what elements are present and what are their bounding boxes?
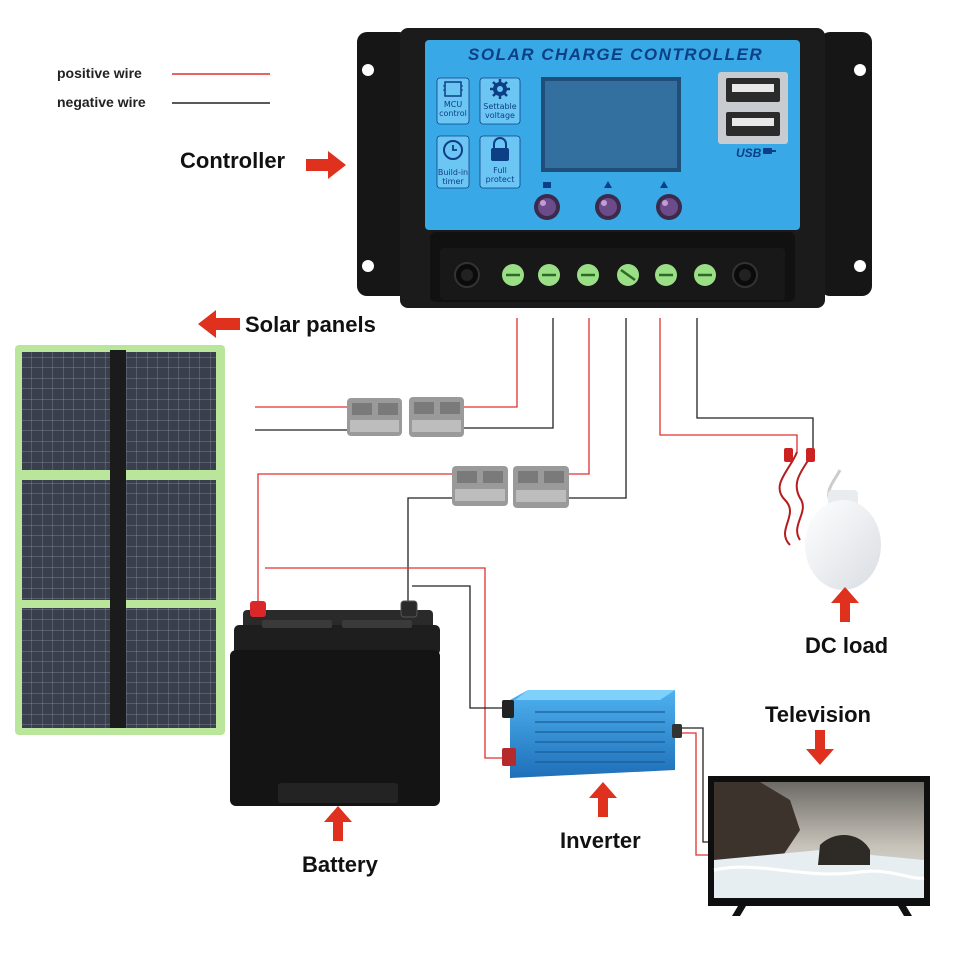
- dc-load-arrow-icon: [831, 587, 859, 622]
- feature-mcu-line2: control: [439, 109, 467, 118]
- dc-load-bulb: [778, 448, 881, 590]
- inverter-label: Inverter: [560, 828, 641, 853]
- connector-solar-right: [409, 397, 464, 437]
- controller-arrow-icon: [306, 151, 346, 179]
- wiring: [255, 318, 814, 856]
- controller-button-set: [656, 194, 682, 220]
- television-label: Television: [765, 702, 871, 727]
- controller-label: Controller: [180, 148, 286, 173]
- usb-icon: [763, 148, 776, 154]
- feature-protect-line1: Full: [493, 166, 507, 175]
- solar-panels: [15, 345, 225, 735]
- feature-voltage-label: Settable voltage: [480, 102, 520, 120]
- television: [708, 776, 930, 916]
- controller-button-up: [595, 194, 621, 220]
- feature-voltage-line1: Settable: [483, 102, 517, 111]
- legend-positive-label: positive wire: [57, 65, 142, 81]
- connector-solar-left: [347, 398, 402, 436]
- inverter-arrow-icon: [589, 782, 617, 817]
- usb-label: USB: [736, 146, 762, 160]
- charge-controller: [357, 28, 872, 308]
- dc-load-label: DC load: [805, 633, 889, 658]
- battery-arrow-icon: [324, 806, 352, 841]
- chip-icon: [443, 81, 463, 97]
- feature-protect-label: Full protect: [480, 166, 520, 184]
- terminal-screws: [454, 262, 758, 288]
- clock-icon: [443, 140, 463, 160]
- lock-icon: [491, 137, 509, 161]
- battery-positive-terminal: [250, 601, 266, 617]
- usb-ports: [718, 72, 788, 144]
- controller-button-menu: [534, 194, 560, 220]
- connector-battery-left: [452, 466, 508, 506]
- feature-mcu-label: MCU control: [433, 100, 473, 118]
- feature-timer-label: Build-in timer: [433, 168, 473, 186]
- battery-label: Battery: [302, 852, 378, 877]
- television-arrow-icon: [806, 730, 834, 765]
- legend-negative-label: negative wire: [57, 94, 146, 110]
- battery-negative-terminal: [400, 600, 418, 618]
- inverter: [502, 690, 682, 778]
- feature-timer-line1: Build-in: [437, 168, 469, 177]
- feature-voltage-line2: voltage: [485, 111, 515, 120]
- controller-title: SOLAR CHARGE CONTROLLER: [468, 45, 764, 64]
- gear-icon: [490, 79, 510, 99]
- connector-battery-right: [513, 466, 569, 508]
- feature-protect-line2: protect: [485, 175, 515, 184]
- feature-timer-line2: timer: [442, 177, 464, 186]
- solar-panels-arrow-icon: [198, 310, 240, 338]
- battery: [230, 600, 440, 806]
- solar-panels-label: Solar panels: [245, 312, 376, 337]
- feature-mcu-line1: MCU: [443, 100, 463, 109]
